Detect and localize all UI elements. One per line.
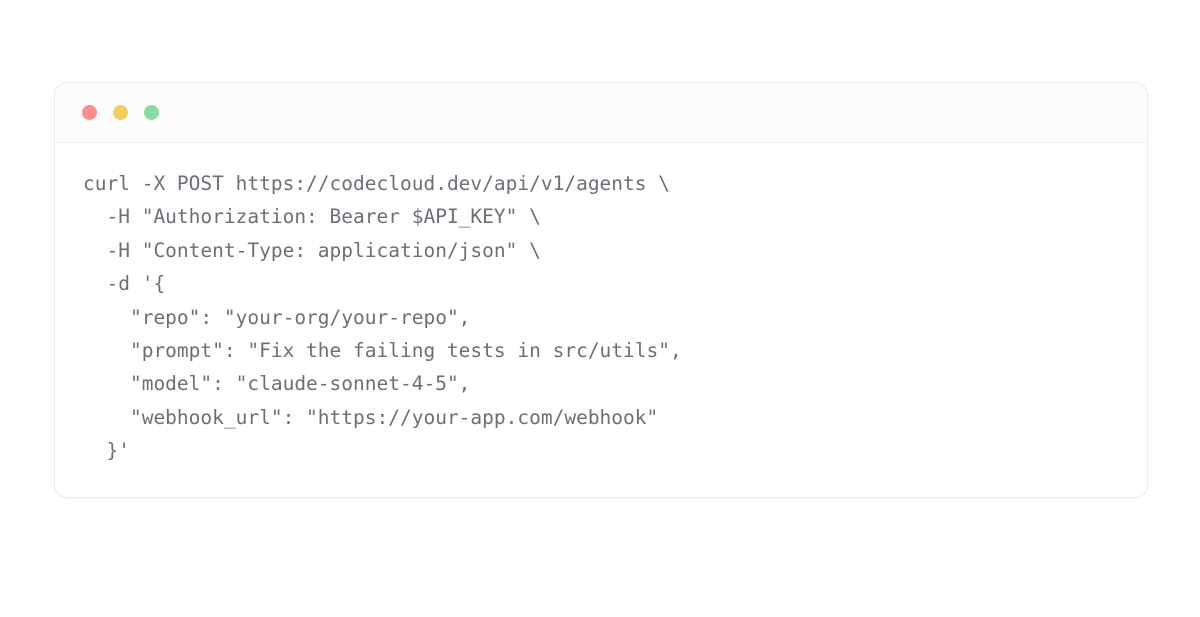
code-line: -d '{ xyxy=(83,272,166,296)
code-line: "model": "claude-sonnet-4-5", xyxy=(83,372,471,396)
code-lines-container: curl -X POST https://codecloud.dev/api/v… xyxy=(83,167,1117,468)
close-window-button[interactable] xyxy=(82,105,97,120)
code-body: curl -X POST https://codecloud.dev/api/v… xyxy=(55,143,1147,496)
minimize-window-button[interactable] xyxy=(113,105,128,120)
code-line: -H "Authorization: Bearer $API_KEY" \ xyxy=(83,205,541,229)
code-line: "prompt": "Fix the failing tests in src/… xyxy=(83,339,682,363)
zoom-window-button[interactable] xyxy=(144,105,159,120)
code-snippet[interactable]: curl -X POST https://codecloud.dev/api/v… xyxy=(83,167,1117,468)
code-line: curl -X POST https://codecloud.dev/api/v… xyxy=(83,172,670,195)
code-line: }' xyxy=(83,439,130,463)
traffic-light-controls xyxy=(82,105,159,120)
window-title-bar xyxy=(55,83,1147,143)
code-window-card: curl -X POST https://codecloud.dev/api/v… xyxy=(54,82,1148,498)
code-line: "webhook_url": "https://your-app.com/web… xyxy=(83,405,659,429)
code-line: "repo": "your-org/your-repo", xyxy=(83,305,471,329)
code-line: -H "Content-Type: application/json" \ xyxy=(83,238,541,262)
